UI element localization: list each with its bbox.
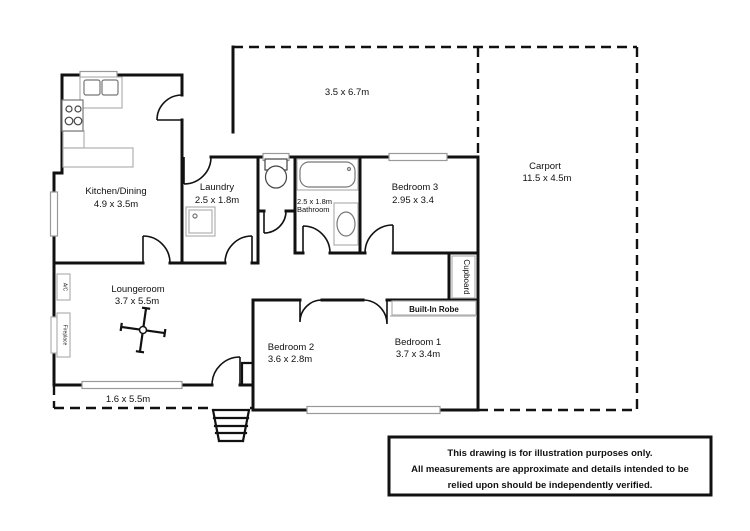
label-fireplace: Fireplace	[62, 325, 68, 346]
wall-entry-nook	[240, 361, 255, 387]
fan-hub	[138, 325, 148, 335]
label-laundry-name: Laundry	[200, 182, 235, 193]
burner-4	[73, 116, 83, 126]
burner-3	[64, 116, 74, 126]
label-verandah-dims: 1.6 x 5.5m	[106, 394, 150, 405]
window-loungeroom	[81, 380, 183, 390]
disclaimer-line1: This drawing is for illustration purpose…	[447, 448, 652, 459]
laundry-tub-icon	[185, 206, 216, 237]
windows	[49, 70, 448, 415]
door-bedroom1	[362, 299, 388, 325]
label-carport-name: Carport	[529, 161, 561, 172]
bathtub-drain	[346, 166, 352, 172]
label-deck-dims: 3.5 x 6.7m	[325, 87, 369, 98]
kitchen-counter-bottom	[62, 147, 134, 168]
steps-lines	[211, 408, 251, 443]
door-bathroom	[302, 225, 331, 254]
kitchen-counter-left	[62, 130, 85, 149]
disclaimer-line2: All measurements are approximate and det…	[411, 464, 689, 475]
fireplace-box	[56, 312, 71, 358]
vanity-basin	[336, 211, 356, 237]
stove-body	[61, 99, 84, 132]
door-kitchen-entry	[156, 94, 183, 121]
label-built-in-robe: Built-In Robe	[409, 305, 459, 314]
cupboard-interior	[451, 255, 476, 299]
sink-bowl-right	[101, 79, 119, 96]
label-loungeroom-dims: 3.7 x 5.5m	[115, 296, 159, 307]
label-bedroom3-dims: 2.95 x 3.4	[392, 195, 434, 206]
ac-unit-box	[56, 273, 71, 301]
label-kitchen-name: Kitchen/Dining	[85, 186, 146, 197]
door-bedroom2	[299, 299, 323, 323]
label-bedroom3-name: Bedroom 3	[392, 182, 438, 193]
label-kitchen-dims: 4.9 x 3.5m	[94, 199, 138, 210]
disclaimer-line3: relied upon should be independently veri…	[448, 480, 653, 491]
door-laundry-top	[183, 156, 212, 185]
toilet-icon	[264, 158, 288, 189]
label-bathroom-name: Bathroom	[297, 205, 330, 214]
label-bedroom2-name: Bedroom 2	[268, 342, 314, 353]
label-bedroom2-dims: 3.6 x 2.8m	[268, 354, 312, 365]
label-bedroom1-dims: 3.7 x 3.4m	[396, 349, 440, 360]
window-bedroom3	[388, 152, 448, 162]
robe-label-box	[391, 300, 477, 316]
label-bathroom-dims: 2.5 x 1.8m	[297, 197, 332, 206]
dashed-boundaries	[52, 45, 639, 412]
bathtub-inner	[299, 161, 356, 188]
sink-bowl-left	[83, 79, 101, 96]
door-kitchen-lounge	[142, 235, 171, 264]
laundry-tub-inner	[188, 209, 213, 234]
label-carport-dims: 11.5 x 4.5m	[523, 173, 572, 184]
labels: Kitchen/Dining 4.9 x 3.5m Laundry 2.5 x …	[62, 87, 572, 405]
disclaimer-box: This drawing is for illustration purpose…	[387, 435, 713, 497]
fixtures	[50, 76, 477, 443]
label-loungeroom-name: Loungeroom	[111, 284, 164, 295]
window-bedrooms	[306, 405, 441, 415]
vanity-icon	[333, 202, 359, 246]
label-cupboard: Cupboard	[462, 259, 471, 294]
label-bedroom1-name: Bedroom 1	[395, 337, 441, 348]
fan-blades	[119, 306, 167, 354]
stove-icon	[61, 99, 84, 132]
label-laundry-dims: 2.5 x 1.8m	[195, 195, 239, 206]
laundry-tub-drain	[192, 213, 198, 219]
door-front	[211, 356, 241, 386]
door-wc	[263, 210, 287, 234]
disclaimer-border	[387, 435, 713, 497]
door-bedroom3	[364, 224, 394, 254]
ceiling-fan-icon	[119, 306, 167, 354]
bathtub-icon	[296, 158, 359, 191]
label-ac: A/C	[62, 283, 68, 292]
window-kitchen-left	[49, 191, 59, 237]
steps-icon	[211, 408, 251, 443]
doors	[142, 94, 394, 386]
burner-1	[65, 105, 73, 113]
door-laundry-hall	[224, 235, 253, 264]
toilet-bowl	[264, 165, 288, 189]
burner-2	[74, 105, 82, 113]
